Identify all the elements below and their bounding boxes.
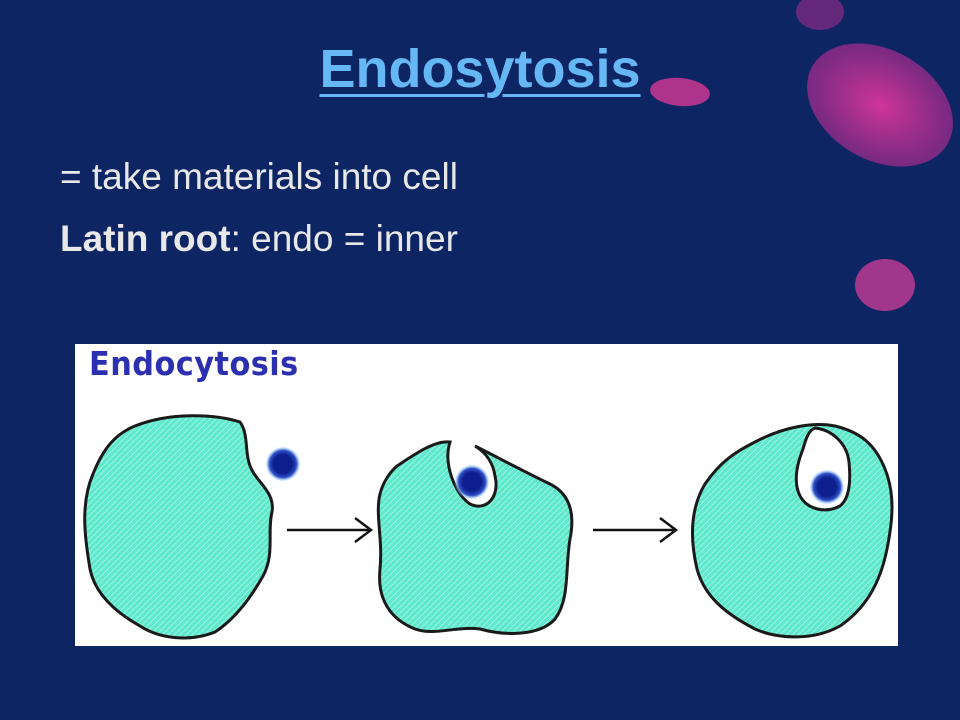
endocytosis-diagram: Endocytosis [75,344,898,646]
blob-large [807,43,953,167]
latin-root-line: Latin root: endo = inner [60,218,458,260]
particle-3 [810,470,844,504]
cell-stage-3 [690,423,894,639]
latin-root-label: Latin root [60,218,231,259]
blob-streak [650,77,710,107]
definition-text: = take materials into cell [60,156,458,197]
cell-stage-2 [376,440,574,635]
particle-2 [455,465,489,499]
arrow-1 [287,517,374,543]
latin-root-text: : endo = inner [230,218,458,259]
particle-1 [266,447,300,481]
cell-stage-1 [83,414,274,640]
arrow-2 [593,517,679,543]
blob-small [855,259,915,311]
diagram-illustration [83,414,894,640]
slide-title: Endosytosis [319,39,641,99]
blob-top [796,0,844,30]
diagram-title: Endocytosis [89,344,299,383]
